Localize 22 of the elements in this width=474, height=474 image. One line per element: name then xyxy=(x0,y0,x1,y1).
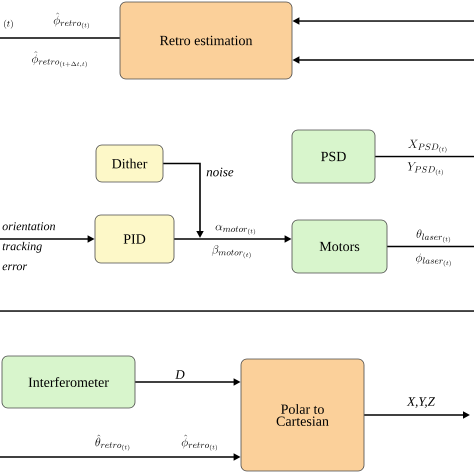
edge-label: D xyxy=(175,370,184,379)
signal-label: $\beta_{motor_{(t)}}$ xyxy=(212,245,251,258)
edge-label: $\hat{\theta}_{retro_{(t)}}$ xyxy=(95,434,130,451)
edge-label: $\alpha_{motor_{(t)}}$ xyxy=(216,224,256,235)
edge-label: $\theta_{laser_{(t)}}$ xyxy=(416,229,450,243)
edge-label: orientation tracking error xyxy=(2,222,56,270)
process-box: Dither xyxy=(96,144,164,182)
signal-label: $\phi_{laser_{(t)}}$ xyxy=(416,253,451,267)
process-box: PSD xyxy=(292,130,376,184)
edge-label: noise xyxy=(206,168,234,176)
process-box: Polar to Cartesian xyxy=(240,358,364,472)
edge-label: $X_{PSD_{(t)}}$ xyxy=(408,140,446,153)
edge-label: X,Y,Z xyxy=(406,397,435,408)
signal-label: $Y_{PSD_{(t)}}$ xyxy=(408,162,443,176)
process-box: PID xyxy=(94,214,174,264)
signal-label: $\hat{\phi}_{retro_{(t)}}$ xyxy=(182,434,218,451)
process-box: Interferometer xyxy=(2,356,136,408)
process-box: Motors xyxy=(292,220,388,274)
signal-label: $\hat{\phi}_{retro_{(t+\Delta t,t)}}$ xyxy=(32,51,87,68)
process-box: Retro estimation xyxy=(120,2,292,80)
signal-label: $(t)$ xyxy=(4,20,13,29)
edge-label: $\hat{\phi}_{retro_{(t)}}$ xyxy=(54,12,90,29)
